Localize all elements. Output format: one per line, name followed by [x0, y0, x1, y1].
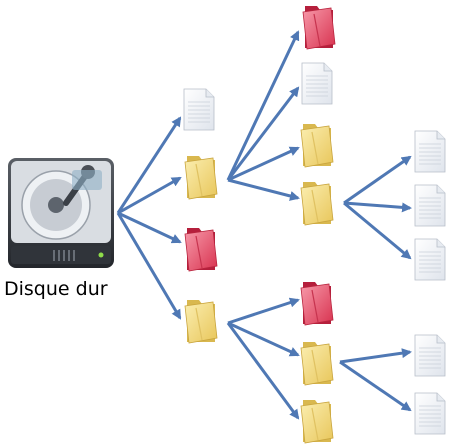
document-icon: [414, 130, 446, 173]
hard-drive-icon: [8, 158, 114, 268]
document-icon: [183, 88, 215, 131]
arrows-branch-a-sub: [343, 155, 412, 260]
folder-icon: [184, 299, 218, 344]
folder-red-icon: [300, 281, 334, 326]
folder-icon: [300, 123, 334, 168]
folder-icon: [300, 181, 334, 226]
arrows-branch-b: [226, 297, 300, 420]
folder-icon: [300, 341, 334, 386]
document-icon: [414, 334, 446, 377]
folder-icon: [184, 155, 218, 200]
arrows-level-1: [116, 116, 182, 320]
drive-label: Disque dur: [4, 278, 108, 300]
document-icon: [414, 238, 446, 281]
document-icon: [414, 392, 446, 435]
document-icon: [301, 62, 333, 105]
document-icon: [414, 184, 446, 227]
arrows-branch-b-sub: [339, 348, 412, 412]
folder-red-icon: [302, 5, 336, 50]
folder-red-icon: [184, 227, 218, 272]
folder-icon: [300, 399, 334, 444]
arrows-branch-a: [226, 30, 300, 201]
